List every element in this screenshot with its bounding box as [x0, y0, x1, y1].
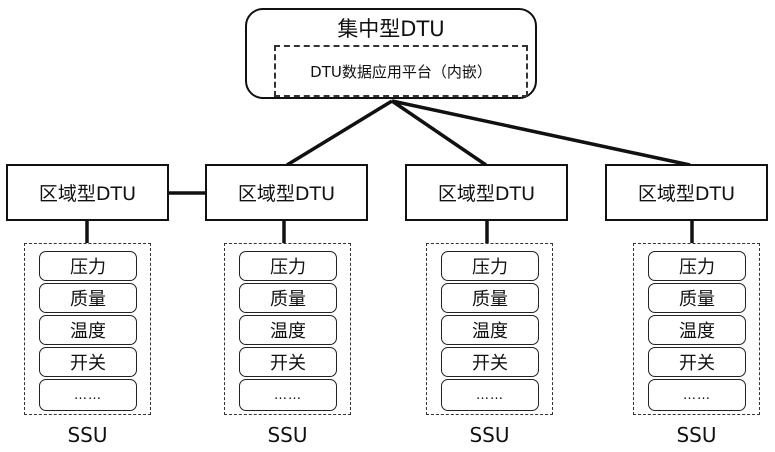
regional-dtu-label: 区域型DTU: [437, 183, 536, 205]
ssu-item-pressure: 压力: [441, 251, 539, 281]
dtu-data-platform-label: DTU数据应用平台（内嵌）: [310, 62, 492, 81]
ssu-label: SSU: [67, 423, 108, 447]
ssu-item-temperature: 温度: [441, 315, 539, 345]
ssu-item-more: ……: [648, 379, 746, 411]
ssu-group: 压力 质量 温度 开关 ……: [426, 243, 553, 415]
ssu-item-temperature: 温度: [239, 315, 337, 345]
ssu-item-temperature: 温度: [648, 315, 746, 345]
ssu-label: SSU: [676, 423, 717, 447]
ssu-item-quality: 质量: [441, 283, 539, 313]
regional-dtu-label: 区域型DTU: [637, 183, 736, 205]
regional-dtu-label: 区域型DTU: [38, 183, 137, 205]
central-dtu-box: 集中型DTU DTU数据应用平台（内嵌）: [245, 8, 537, 99]
link-central-to-dtu-4: [391, 99, 691, 167]
regional-dtu-box: 区域型DTU: [405, 164, 568, 221]
ssu-item-pressure: 压力: [648, 251, 746, 281]
ssu-item-switch: 开关: [39, 347, 137, 377]
ssu-item-quality: 质量: [648, 283, 746, 313]
ssu-item-temperature: 温度: [39, 315, 137, 345]
ssu-item-switch: 开关: [648, 347, 746, 377]
ssu-item-switch: 开关: [441, 347, 539, 377]
ssu-item-more: ……: [39, 379, 137, 411]
regional-dtu-box: 区域型DTU: [205, 164, 368, 221]
ssu-item-more: ……: [239, 379, 337, 411]
ssu-group: 压力 质量 温度 开关 ……: [24, 243, 151, 415]
ssu-item-pressure: 压力: [39, 251, 137, 281]
ssu-group: 压力 质量 温度 开关 ……: [633, 243, 760, 415]
regional-dtu-box: 区域型DTU: [605, 164, 768, 221]
ssu-item-quality: 质量: [39, 283, 137, 313]
central-dtu-title: 集中型DTU: [337, 17, 445, 41]
ssu-label: SSU: [469, 423, 510, 447]
ssu-item-more: ……: [441, 379, 539, 411]
ssu-label: SSU: [267, 423, 308, 447]
ssu-item-pressure: 压力: [239, 251, 337, 281]
dtu-data-platform-box: DTU数据应用平台（内嵌）: [274, 45, 528, 97]
link-central-to-dtu-2: [286, 99, 393, 167]
regional-dtu-label: 区域型DTU: [237, 183, 336, 205]
ssu-item-quality: 质量: [239, 283, 337, 313]
ssu-item-switch: 开关: [239, 347, 337, 377]
link-central-to-dtu-3: [391, 99, 487, 167]
regional-dtu-box: 区域型DTU: [6, 164, 169, 221]
ssu-group: 压力 质量 温度 开关 ……: [224, 243, 351, 415]
